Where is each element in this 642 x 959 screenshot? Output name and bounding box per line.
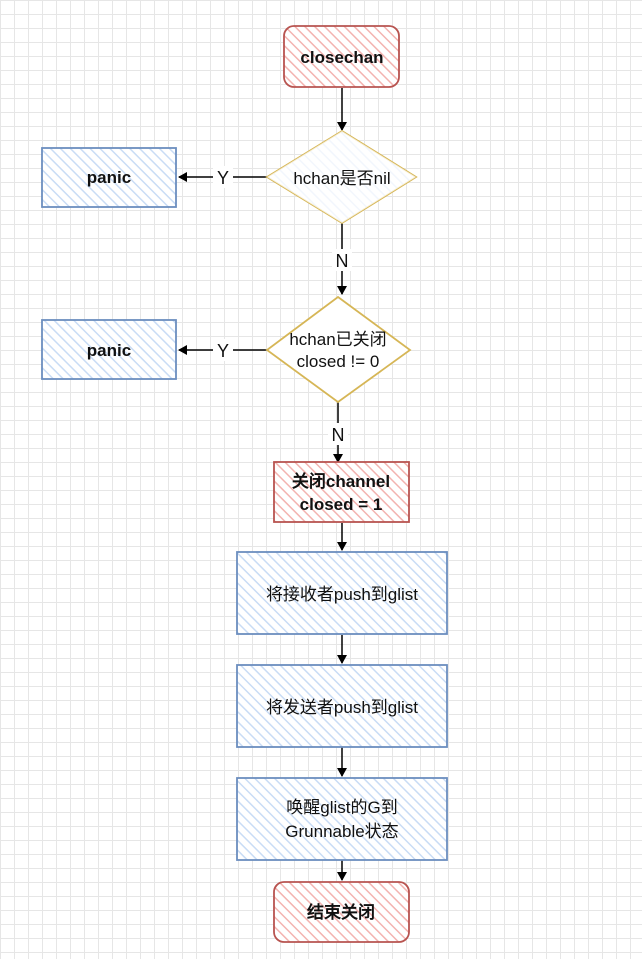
push-receivers-node: 将接收者push到glist [236,551,448,635]
start-node: closechan [283,25,400,88]
start-node-label: closechan [300,48,383,67]
panic-node-1: panic [41,147,177,208]
panic-node-1-label: panic [87,168,131,187]
decision-nil-label: hchan是否nil [293,169,390,188]
end-node: 结束关闭 [273,881,410,943]
decision-nil: hchan是否nil [265,129,418,225]
push-senders-label: 将发送者push到glist [266,698,418,717]
edge-label-nil-no: N [336,251,349,271]
wake-node: 唤醒glist的G到 Grunnable状态 [236,777,448,861]
edge-label-closed-yes: Y [217,341,229,361]
edge-label-closed-no: N [332,425,345,445]
close-channel-label-line2: closed = 1 [300,495,383,514]
close-channel-label-line1: 关闭channel [292,471,390,491]
decision-closed: hchan已关闭 closed != 0 [265,295,412,404]
panic-node-2-label: panic [87,341,131,360]
push-receivers-label: 将接收者push到glist [266,585,418,604]
panic-node-2: panic [41,319,177,380]
decision-closed-label-line1: hchan已关闭 [289,330,386,349]
end-node-label: 结束关闭 [307,902,375,922]
close-channel-node: 关闭channel closed = 1 [273,461,410,523]
wake-label-line1: 唤醒glist的G到 [286,798,397,817]
decision-closed-label-line2: closed != 0 [297,352,380,371]
edge-label-nil-yes: Y [217,168,229,188]
push-senders-node: 将发送者push到glist [236,664,448,748]
wake-label-line2: Grunnable状态 [285,822,398,841]
